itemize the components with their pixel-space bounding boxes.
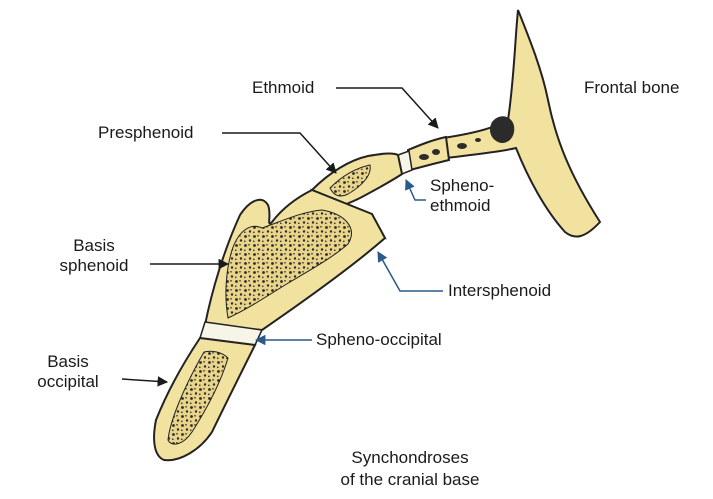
intersphenoid-leader	[378, 252, 443, 291]
spheno-ethmoid-label-line2: ethmoid	[430, 196, 490, 216]
caption-line2: of the cranial base	[280, 470, 540, 490]
ethmoid-shape	[408, 137, 449, 170]
frontal-bone-label: Frontal bone	[584, 78, 679, 98]
basis-sphenoid-label-line2: sphenoid	[42, 256, 146, 276]
spheno-ethmoid-label-line1: Spheno-	[430, 176, 494, 196]
ethmoid-label: Ethmoid	[252, 78, 314, 98]
basis-occipital-label-line2: occipital	[16, 372, 120, 392]
basis-occipital-leader	[122, 379, 167, 382]
presphenoid-leader	[222, 133, 336, 173]
caption-line1: Synchondroses	[280, 448, 540, 468]
basis-occipital-label-line1: Basis	[16, 352, 120, 372]
presphenoid-label: Presphenoid	[98, 123, 193, 143]
spheno-occipital-label: Spheno-occipital	[316, 330, 442, 350]
basis-sphenoid-label-line1: Basis	[42, 236, 146, 256]
intersphenoid-label: Intersphenoid	[448, 281, 551, 301]
spheno-ethmoid-leader	[406, 180, 426, 200]
ethmoid-leader	[336, 88, 438, 128]
